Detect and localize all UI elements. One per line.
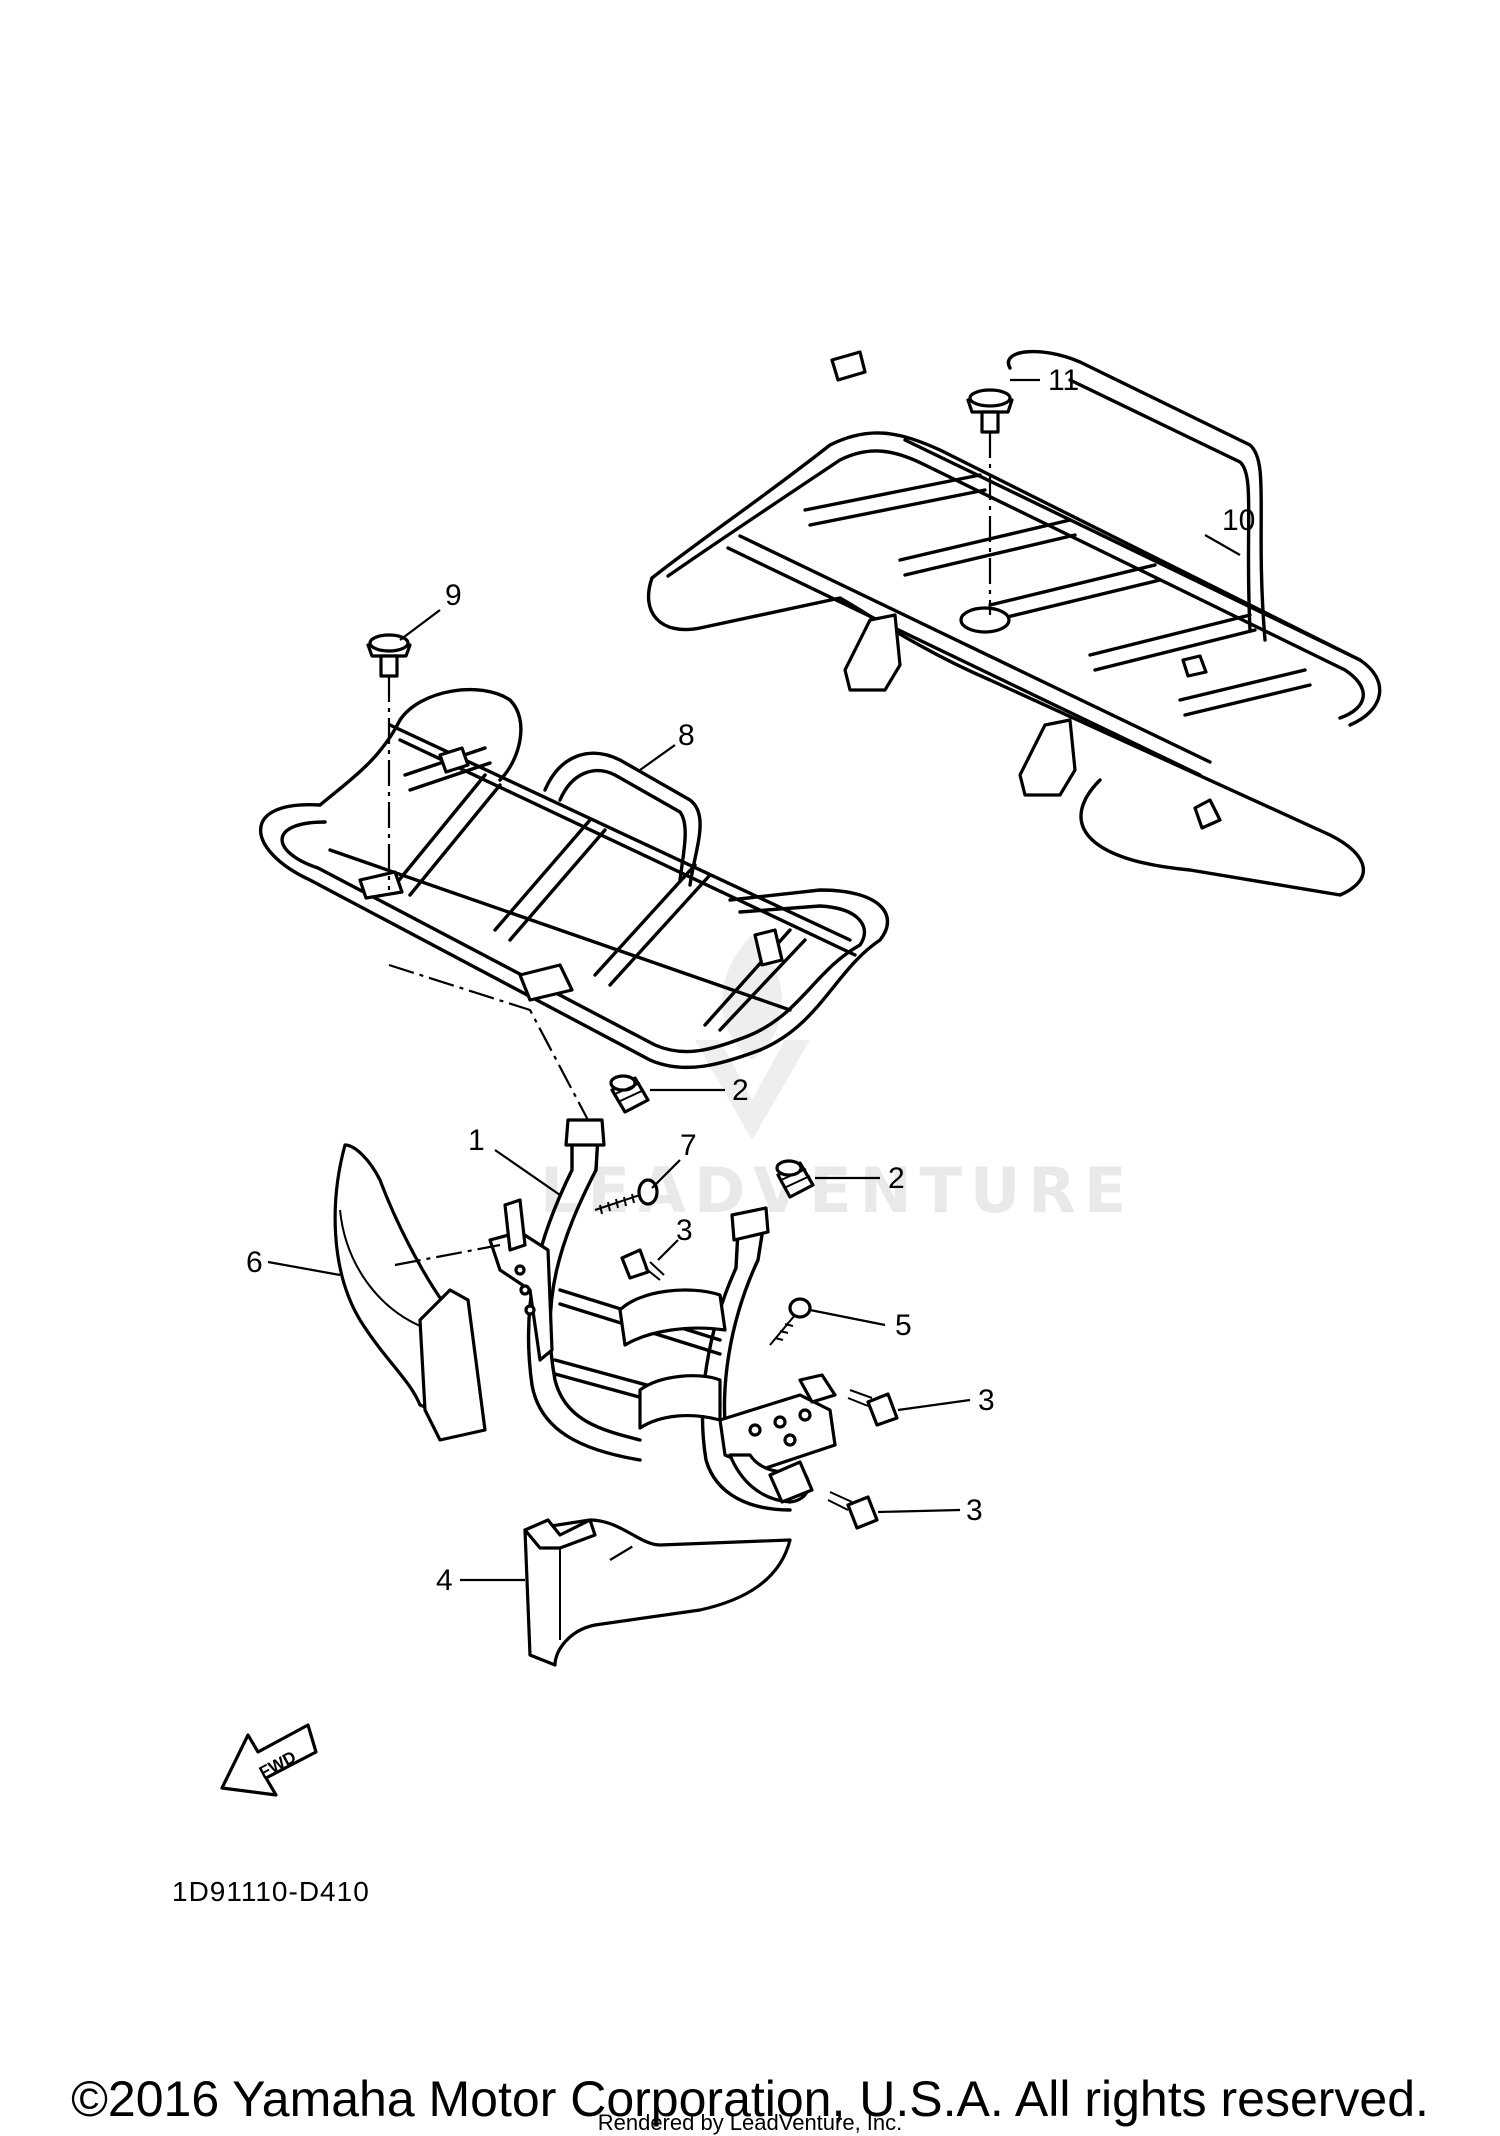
diagram-code: 1D91110-D410 <box>172 1876 370 1907</box>
left-protector <box>333 1143 501 1442</box>
guard-frame-left-plate <box>488 1230 554 1362</box>
bolt-3-right <box>847 1389 899 1427</box>
watermark: LEADVENTURE <box>540 935 1134 1227</box>
callout-7: 7 <box>680 1129 697 1162</box>
front-carrier-outer-tube <box>259 803 890 1070</box>
copyright-notice: ©2016 Yamaha Motor Corporation, U.S.A. A… <box>71 2071 1429 2127</box>
watermark-v-icon <box>695 1040 810 1140</box>
callout-11: 11 <box>1048 364 1079 397</box>
rendered-by-notice: Rendered by LeadVenture, Inc. <box>597 2110 903 2135</box>
rear-carrier-inner-tube <box>666 449 1365 720</box>
callouts: 1 2 2 3 3 3 4 5 6 7 8 9 10 11 <box>246 364 1255 1597</box>
front-carrier-inner-tube <box>280 820 866 1054</box>
callout-9: 9 <box>445 579 462 612</box>
callout-5: 5 <box>895 1309 912 1342</box>
lower-protector-body <box>523 1518 792 1667</box>
guard-frame <box>488 1118 837 1512</box>
grommet-2-upper <box>609 1074 650 1114</box>
rear-carrier-bracket <box>843 613 902 692</box>
front-carrier-mount-plate <box>518 963 574 1002</box>
bolt-3-upper <box>620 1248 665 1281</box>
callout-2-upper: 2 <box>732 1074 749 1107</box>
lower-protector <box>523 1518 792 1667</box>
screw-5 <box>769 1297 812 1346</box>
grommet-2-lower <box>775 1159 815 1199</box>
callout-3-upper: 3 <box>676 1214 693 1247</box>
callout-3-lower: 3 <box>966 1494 983 1527</box>
rear-carrier-mount-boss <box>959 606 1011 634</box>
callout-8: 8 <box>678 719 695 752</box>
front-carrier <box>259 687 890 1070</box>
rear-carrier <box>646 349 1382 897</box>
callout-4: 4 <box>436 1564 453 1597</box>
bolt-3-lower <box>827 1491 879 1530</box>
callout-3-right: 3 <box>978 1384 995 1417</box>
callout-2-lower: 2 <box>888 1162 905 1195</box>
bolt-9 <box>366 633 589 1121</box>
callout-6: 6 <box>246 1246 263 1279</box>
callout-10: 10 <box>1222 504 1255 537</box>
watermark-text: LEADVENTURE <box>540 1154 1134 1227</box>
rear-carrier-outer-tube <box>646 576 1366 897</box>
fwd-arrow-icon: FWD <box>220 1723 318 1797</box>
guard-frame-center-mount <box>618 1288 727 1347</box>
bolt-11 <box>966 388 1014 615</box>
leader-lines <box>267 378 1241 1582</box>
callout-1: 1 <box>468 1124 485 1157</box>
